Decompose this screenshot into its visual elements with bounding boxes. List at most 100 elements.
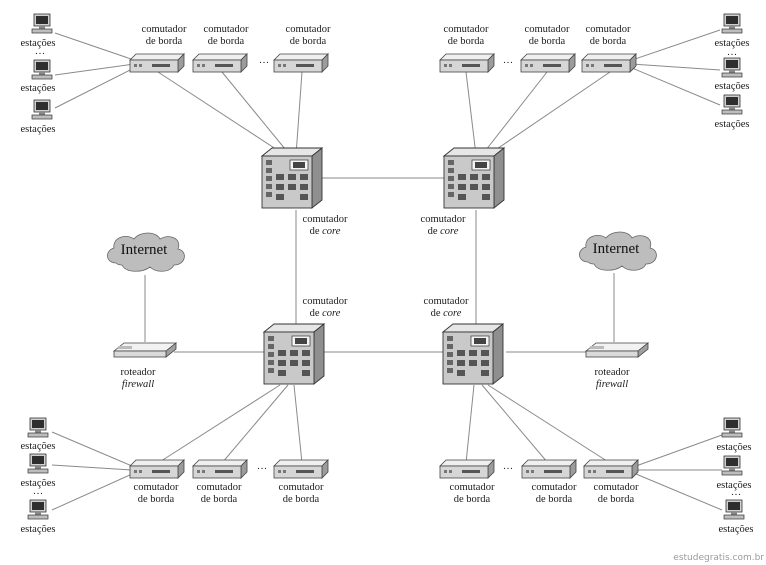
router-icon bbox=[113, 342, 177, 358]
core-switch-icon bbox=[443, 147, 505, 209]
top-left-cluster: estações ··· estações estações comutador… bbox=[21, 13, 331, 135]
edge-switch-icon bbox=[273, 459, 329, 479]
edge-switch-label-line1: comutador bbox=[142, 24, 187, 35]
edge-switch-icon bbox=[192, 459, 248, 479]
ellipsis: ··· bbox=[259, 58, 270, 69]
core-switch-label-line1: comutador bbox=[303, 296, 348, 307]
stations-label: estações bbox=[715, 119, 750, 130]
stations-label: estações bbox=[715, 38, 750, 49]
ellipsis: ··· bbox=[503, 58, 514, 69]
workstation-icon bbox=[721, 13, 743, 34]
edge-switch-label-line2: de borda bbox=[598, 494, 635, 505]
core-switch-icon bbox=[263, 323, 325, 385]
link bbox=[465, 384, 475, 464]
bottom-right-cluster: comutador de borda ··· comutador de bord… bbox=[439, 417, 753, 535]
workstation-icon bbox=[27, 453, 49, 474]
edge-switch-label-line2: de borda bbox=[290, 36, 327, 47]
edge-switch-icon bbox=[192, 53, 248, 73]
core-switch-label-line2: de core bbox=[431, 308, 462, 319]
link bbox=[481, 71, 548, 156]
link bbox=[487, 384, 611, 464]
link bbox=[157, 71, 286, 156]
link bbox=[157, 384, 281, 464]
core-switch-label-line2: de core bbox=[428, 226, 459, 237]
workstation-icon bbox=[27, 417, 49, 438]
edge-switch-label-line1: comutador bbox=[594, 482, 639, 493]
ellipsis: ··· bbox=[257, 464, 268, 475]
core-switches: comutador de core comutador de core comu… bbox=[261, 147, 505, 385]
router-label-line1: roteador bbox=[595, 367, 630, 378]
link bbox=[631, 29, 721, 61]
link bbox=[635, 434, 723, 467]
link bbox=[54, 67, 135, 109]
link bbox=[635, 473, 723, 511]
workstation-icon bbox=[723, 499, 745, 520]
internet-label: Internet bbox=[593, 241, 640, 257]
core-switch-label-line2: de core bbox=[310, 308, 341, 319]
core-switch-label-line1: comutador bbox=[303, 214, 348, 225]
link bbox=[54, 32, 135, 61]
core-switch-label-line1: comutador bbox=[424, 296, 469, 307]
edge-switch-label-line2: de borda bbox=[138, 494, 175, 505]
router-label-line2: firewall bbox=[596, 379, 628, 390]
ellipsis: ··· bbox=[731, 490, 742, 501]
network-links bbox=[51, 29, 723, 511]
bottom-left-cluster: estações estações ··· estações comutador… bbox=[21, 417, 329, 535]
edge-switch-icon bbox=[520, 53, 576, 73]
top-right-cluster: comutador de borda ··· comutador de bord… bbox=[439, 13, 750, 130]
edge-switch-label-line1: comutador bbox=[532, 482, 577, 493]
link bbox=[465, 71, 477, 156]
stations-label: estações bbox=[21, 441, 56, 452]
watermark: estudegratis.com.br bbox=[673, 553, 764, 563]
workstation-icon bbox=[27, 499, 49, 520]
stations-label: estações bbox=[21, 524, 56, 535]
edge-switch-label-line2: de borda bbox=[448, 36, 485, 47]
edge-switch-label-line2: de borda bbox=[208, 36, 245, 47]
workstation-icon bbox=[721, 94, 743, 115]
link bbox=[487, 71, 611, 156]
edge-switch-label-line2: de borda bbox=[529, 36, 566, 47]
stations-label: estações bbox=[717, 480, 752, 491]
edge-switch-label-line2: de borda bbox=[283, 494, 320, 505]
router-icon bbox=[585, 342, 649, 358]
edge-switch-icon bbox=[129, 459, 185, 479]
edge-switch-label-line1: comutador bbox=[286, 24, 331, 35]
core-switch-icon bbox=[261, 147, 323, 209]
edge-switch-icon bbox=[273, 53, 329, 73]
stations-label: estações bbox=[21, 124, 56, 135]
link bbox=[54, 63, 135, 76]
edge-switch-icon bbox=[583, 459, 639, 479]
link bbox=[481, 384, 549, 464]
ellipsis: ··· bbox=[35, 49, 46, 60]
workstation-icon bbox=[31, 13, 53, 34]
edge-switch-label-line2: de borda bbox=[201, 494, 238, 505]
stations-label: estações bbox=[21, 83, 56, 94]
link bbox=[631, 67, 721, 106]
ellipsis: ··· bbox=[503, 464, 514, 475]
right-internet-gateway: Internet roteador firewall bbox=[579, 231, 657, 390]
internet-label: Internet bbox=[121, 242, 168, 258]
core-switch-label-line1: comutador bbox=[421, 214, 466, 225]
stations-label: estações bbox=[21, 38, 56, 49]
edge-switch-label-line2: de borda bbox=[536, 494, 573, 505]
edge-switch-label-line2: de borda bbox=[146, 36, 183, 47]
edge-switch-label-line1: comutador bbox=[204, 24, 249, 35]
core-switch-label-line2: de core bbox=[310, 226, 341, 237]
workstation-icon bbox=[31, 59, 53, 80]
edge-switch-label-line1: comutador bbox=[525, 24, 570, 35]
link bbox=[221, 71, 291, 156]
edge-switch-icon bbox=[439, 53, 495, 73]
link bbox=[51, 431, 133, 467]
link bbox=[293, 384, 303, 464]
edge-switch-icon bbox=[581, 53, 637, 73]
link bbox=[295, 71, 303, 156]
router-label-line2: firewall bbox=[122, 379, 154, 390]
edge-switch-label-line1: comutador bbox=[279, 482, 324, 493]
link bbox=[51, 464, 133, 471]
edge-switch-label-line1: comutador bbox=[450, 482, 495, 493]
router-label-line1: roteador bbox=[121, 367, 156, 378]
edge-switch-icon bbox=[129, 53, 185, 73]
workstation-icon bbox=[31, 99, 53, 120]
edge-switch-label-line2: de borda bbox=[590, 36, 627, 47]
